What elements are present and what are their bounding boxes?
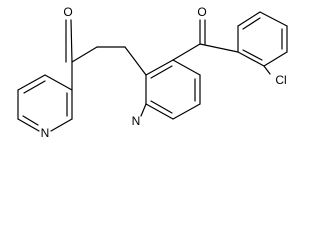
atom-labels: O O N N Cl — [41, 5, 287, 140]
bond — [17, 74, 46, 91]
bond — [71, 46, 98, 63]
bond — [199, 43, 239, 53]
bond — [263, 51, 288, 67]
bond-double-inner — [242, 17, 261, 30]
bond — [17, 118, 40, 132]
bond — [237, 51, 265, 67]
bond — [50, 118, 73, 132]
bond-double-inner — [150, 65, 173, 79]
oxygen-label-right: O — [197, 5, 206, 19]
bond — [172, 59, 201, 76]
chemical-structure: O O N N Cl — [17, 5, 288, 140]
nitrogen-label-left-ring: N — [41, 126, 50, 140]
bond-double-inner — [23, 80, 46, 94]
chlorine-label: Cl — [275, 73, 286, 87]
bond — [145, 103, 174, 120]
bond — [263, 65, 271, 75]
bond — [259, 11, 288, 27]
oxygen-label-left: O — [63, 5, 72, 19]
bonds — [17, 11, 288, 132]
bond — [172, 103, 201, 120]
bond — [140, 103, 147, 117]
bond-double-inner — [150, 100, 173, 114]
bond — [172, 43, 201, 61]
nitrogen-label-center-ring: N — [132, 114, 141, 128]
bond-double-inner — [242, 49, 263, 61]
bond — [44, 74, 73, 91]
bond — [145, 59, 174, 76]
bond — [237, 11, 261, 27]
bond — [70, 19, 73, 63]
bond-double-inner — [22, 115, 39, 126]
bond — [124, 46, 147, 76]
